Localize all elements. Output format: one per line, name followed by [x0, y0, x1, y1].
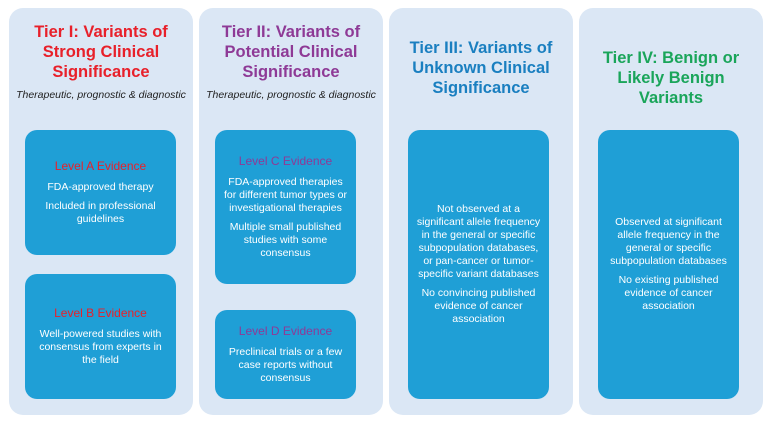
- tier-4-column: Tier IV: Benign or Likely Benign Variant…: [579, 8, 763, 415]
- level-b-label: Level B Evidence: [54, 305, 147, 320]
- level-a-line-1: FDA-approved therapy: [47, 180, 154, 193]
- tier-3-title: Tier III: Variants of Unknown Clinical S…: [409, 39, 553, 97]
- tier-3-line-1: Not observed at a significant allele fre…: [416, 203, 541, 280]
- level-b-box: Level B Evidence Well-powered studies wi…: [25, 274, 176, 399]
- tier-2-subtitle: Therapeutic, prognostic & diagnostic: [206, 89, 376, 101]
- tier-3-box: Not observed at a significant allele fre…: [408, 130, 549, 399]
- level-a-box: Level A Evidence FDA-approved therapy In…: [25, 130, 176, 255]
- tier-1-subtitle: Therapeutic, prognostic & diagnostic: [16, 89, 186, 101]
- tier-3-line-2: No convincing published evidence of canc…: [421, 287, 536, 325]
- level-d-line-1: Preclinical trials or a few case reports…: [228, 345, 343, 384]
- level-b-line-1: Well-powered studies with consensus from…: [39, 327, 162, 366]
- tier-1-title: Tier I: Variants of Strong Clinical Sign…: [34, 23, 168, 81]
- tier-4-line-2: No existing published evidence of cancer…: [618, 274, 719, 312]
- level-c-label: Level C Evidence: [238, 153, 333, 168]
- level-d-label: Level D Evidence: [238, 323, 333, 338]
- tier-3-column: Tier III: Variants of Unknown Clinical S…: [389, 8, 573, 415]
- level-a-line-2: Included in professional guidelines: [45, 199, 156, 225]
- tier-4-title: Tier IV: Benign or Likely Benign Variant…: [602, 49, 740, 107]
- tier-4-box: Observed at significant allele frequency…: [598, 130, 739, 399]
- level-c-line-1: FDA-approved therapies for different tum…: [224, 175, 347, 214]
- level-c-line-2: Multiple small published studies with so…: [229, 220, 342, 259]
- level-a-label: Level A Evidence: [54, 158, 147, 173]
- tier-1-column: Tier I: Variants of Strong Clinical Sign…: [9, 8, 193, 415]
- level-c-box: Level C Evidence FDA-approved therapies …: [215, 130, 356, 284]
- tier-4-line-1: Observed at significant allele frequency…: [610, 216, 727, 267]
- tier-2-title: Tier II: Variants of Potential Clinical …: [221, 23, 361, 81]
- tier-2-column: Tier II: Variants of Potential Clinical …: [199, 8, 383, 415]
- level-d-box: Level D Evidence Preclinical trials or a…: [215, 310, 356, 399]
